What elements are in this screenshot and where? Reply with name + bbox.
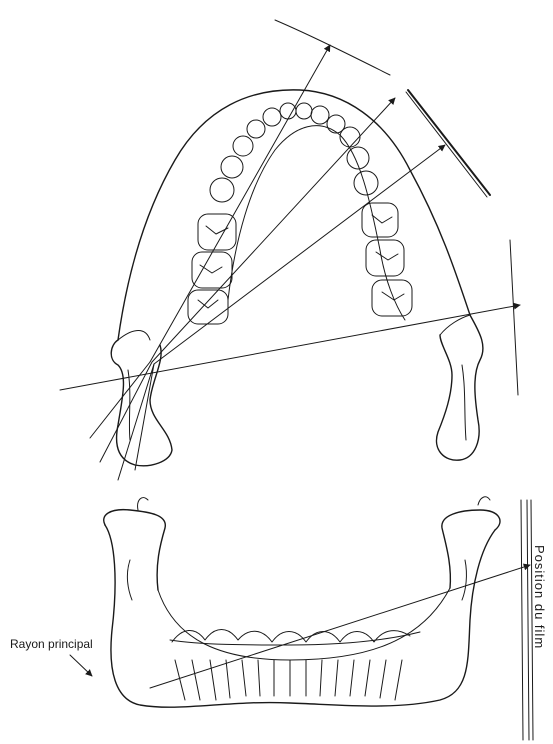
- left-coronoid: [118, 331, 150, 340]
- mandible-inner-arch: [228, 126, 405, 320]
- principal-ray-line: [150, 565, 530, 688]
- film-position-label: Position du film: [532, 545, 547, 649]
- mandible-top-view: [60, 20, 520, 480]
- right-teeth: [296, 103, 412, 316]
- left-teeth: [188, 103, 296, 324]
- xray-beams: [60, 45, 520, 480]
- lower-teeth-row: [170, 630, 420, 701]
- right-ramus: [437, 315, 483, 460]
- right-condyle-front: [442, 510, 500, 588]
- principal-ray-label: Rayon principal: [10, 637, 93, 651]
- film-edge-front: [521, 500, 533, 740]
- mandible-front-outline: [105, 525, 495, 707]
- right-coronoid: [440, 315, 470, 335]
- principal-ray-pointer: [70, 655, 92, 676]
- mandible-outer-arch: [118, 90, 470, 340]
- right-ramus-inner: [462, 365, 466, 440]
- mandible-front-view: [70, 497, 533, 740]
